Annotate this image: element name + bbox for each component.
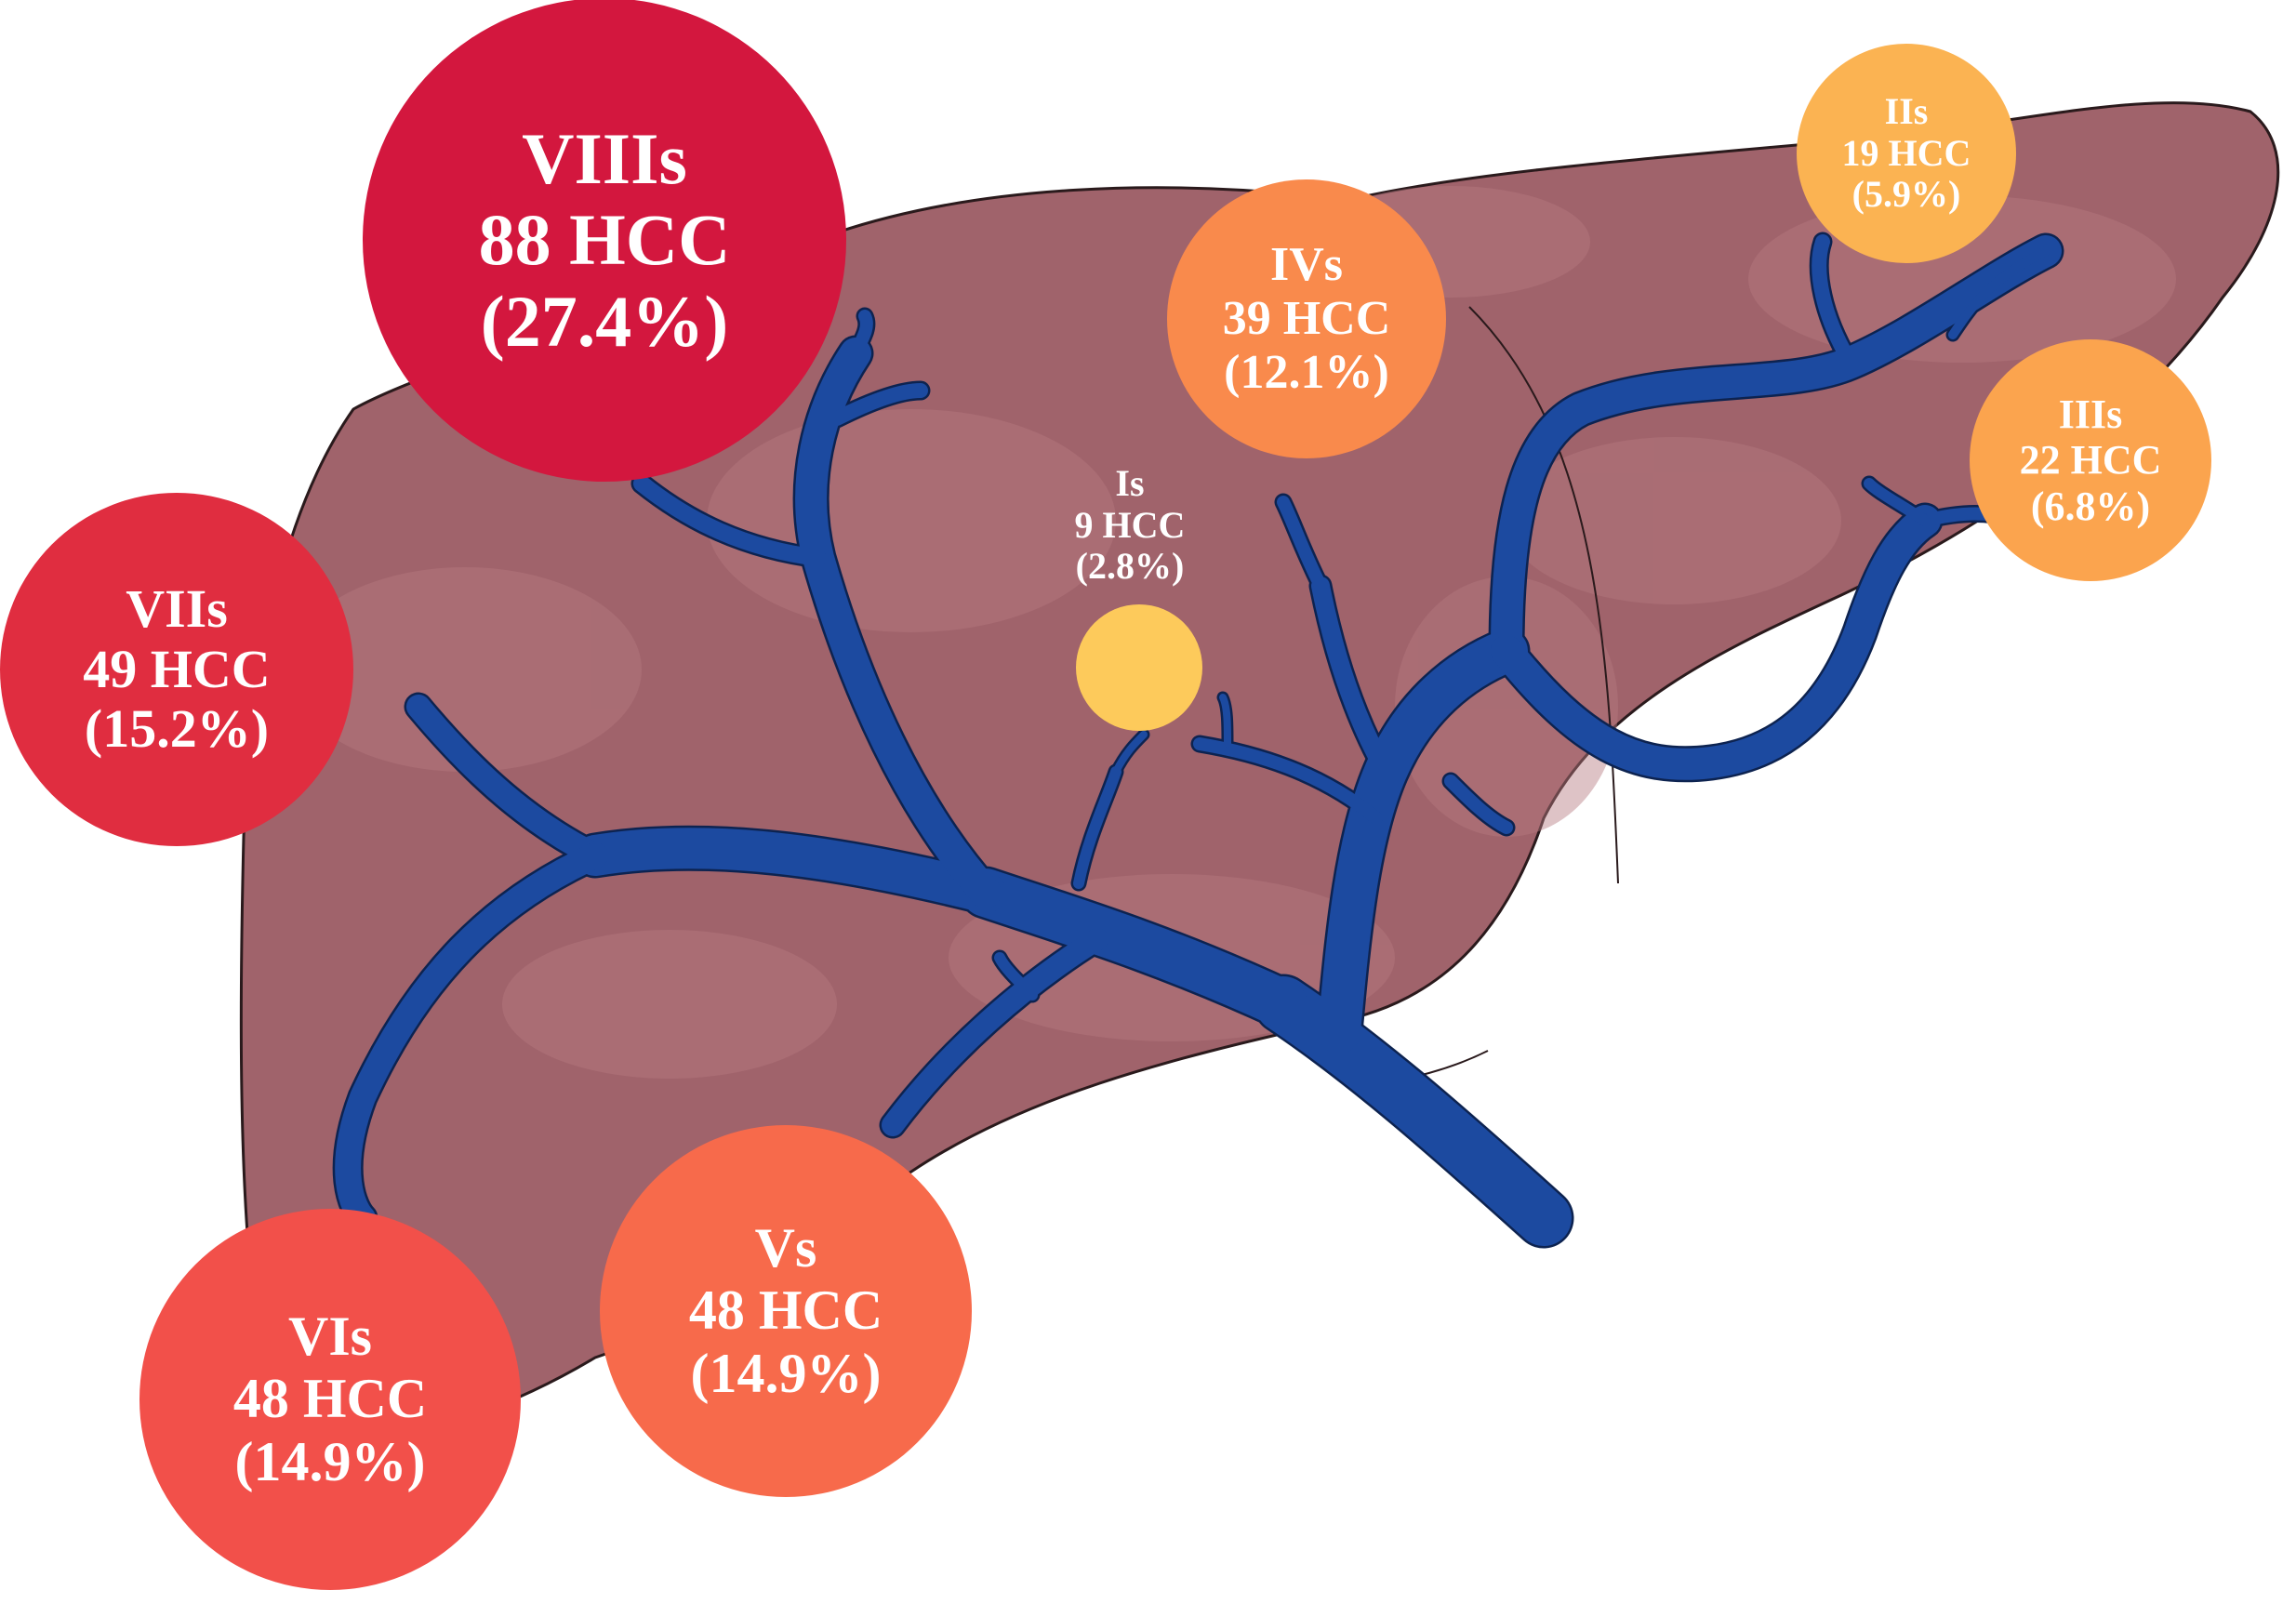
- segment-vii-label: VIIs 49 HCC (15.2%): [0, 493, 353, 846]
- segment-v-name: Vs: [754, 1217, 817, 1279]
- segment-viii-count: 88 HCC: [478, 199, 731, 281]
- segment-vi-percent: (14.9%): [234, 1430, 426, 1492]
- segment-v-count: 48 HCC: [688, 1279, 883, 1342]
- segment-i-name: Is: [1115, 461, 1145, 504]
- segment-iv-name: IVs: [1269, 237, 1344, 291]
- segment-iii-count: 22 HCC: [2019, 437, 2162, 484]
- segment-ii-count: 19 HCC: [1841, 131, 1971, 174]
- segment-vi-marker: [139, 1209, 521, 1590]
- segment-iv-label: IVs 39 HCC (12.1%): [1167, 179, 1446, 458]
- segment-ii-marker: [1797, 44, 2016, 263]
- segment-viii-marker: [363, 0, 846, 482]
- segment-viii-percent: (27.4%): [480, 280, 729, 362]
- segment-vii-percent: (15.2%): [84, 698, 270, 760]
- segment-vi-name: VIs: [287, 1306, 373, 1368]
- segment-viii-label: VIIIs 88 HCC (27.4%): [363, 0, 846, 482]
- segment-iii-label: IIIs 22 HCC (6.8%): [1970, 339, 2211, 581]
- segment-iii-marker: [1970, 339, 2211, 581]
- segment-vii-name: VIIs: [126, 577, 228, 639]
- segment-iv-percent: (12.1%): [1224, 346, 1389, 400]
- segment-iv-marker: [1167, 179, 1446, 458]
- segment-iii-percent: (6.8%): [2030, 483, 2151, 529]
- segment-i-count: 9 HCC: [1074, 503, 1186, 546]
- segment-iii-name: IIIs: [2058, 391, 2123, 438]
- segment-i-marker: [1076, 604, 1202, 731]
- segment-viii-name: VIIIs: [522, 117, 687, 199]
- segment-ii-label: IIs 19 HCC (5.9%): [1797, 44, 2016, 263]
- segment-vii-count: 49 HCC: [83, 638, 271, 699]
- segment-vi-label: VIs 48 HCC (14.9%): [139, 1209, 521, 1590]
- segment-ii-name: IIs: [1884, 89, 1929, 132]
- segment-iv-count: 39 HCC: [1222, 291, 1391, 345]
- segment-ii-percent: (5.9%): [1851, 173, 1961, 216]
- portal-vein-tree: [335, 234, 2062, 1246]
- segment-v-percent: (14.9%): [690, 1342, 882, 1404]
- segment-i-percent: (2.8%): [1075, 545, 1185, 588]
- segment-vii-marker: [0, 493, 353, 846]
- segment-v-marker: [600, 1125, 972, 1497]
- segment-v-label: Vs 48 HCC (14.9%): [600, 1125, 972, 1497]
- segment-i-label: Is 9 HCC (2.8%): [990, 432, 1269, 618]
- segment-vi-count: 48 HCC: [232, 1368, 428, 1430]
